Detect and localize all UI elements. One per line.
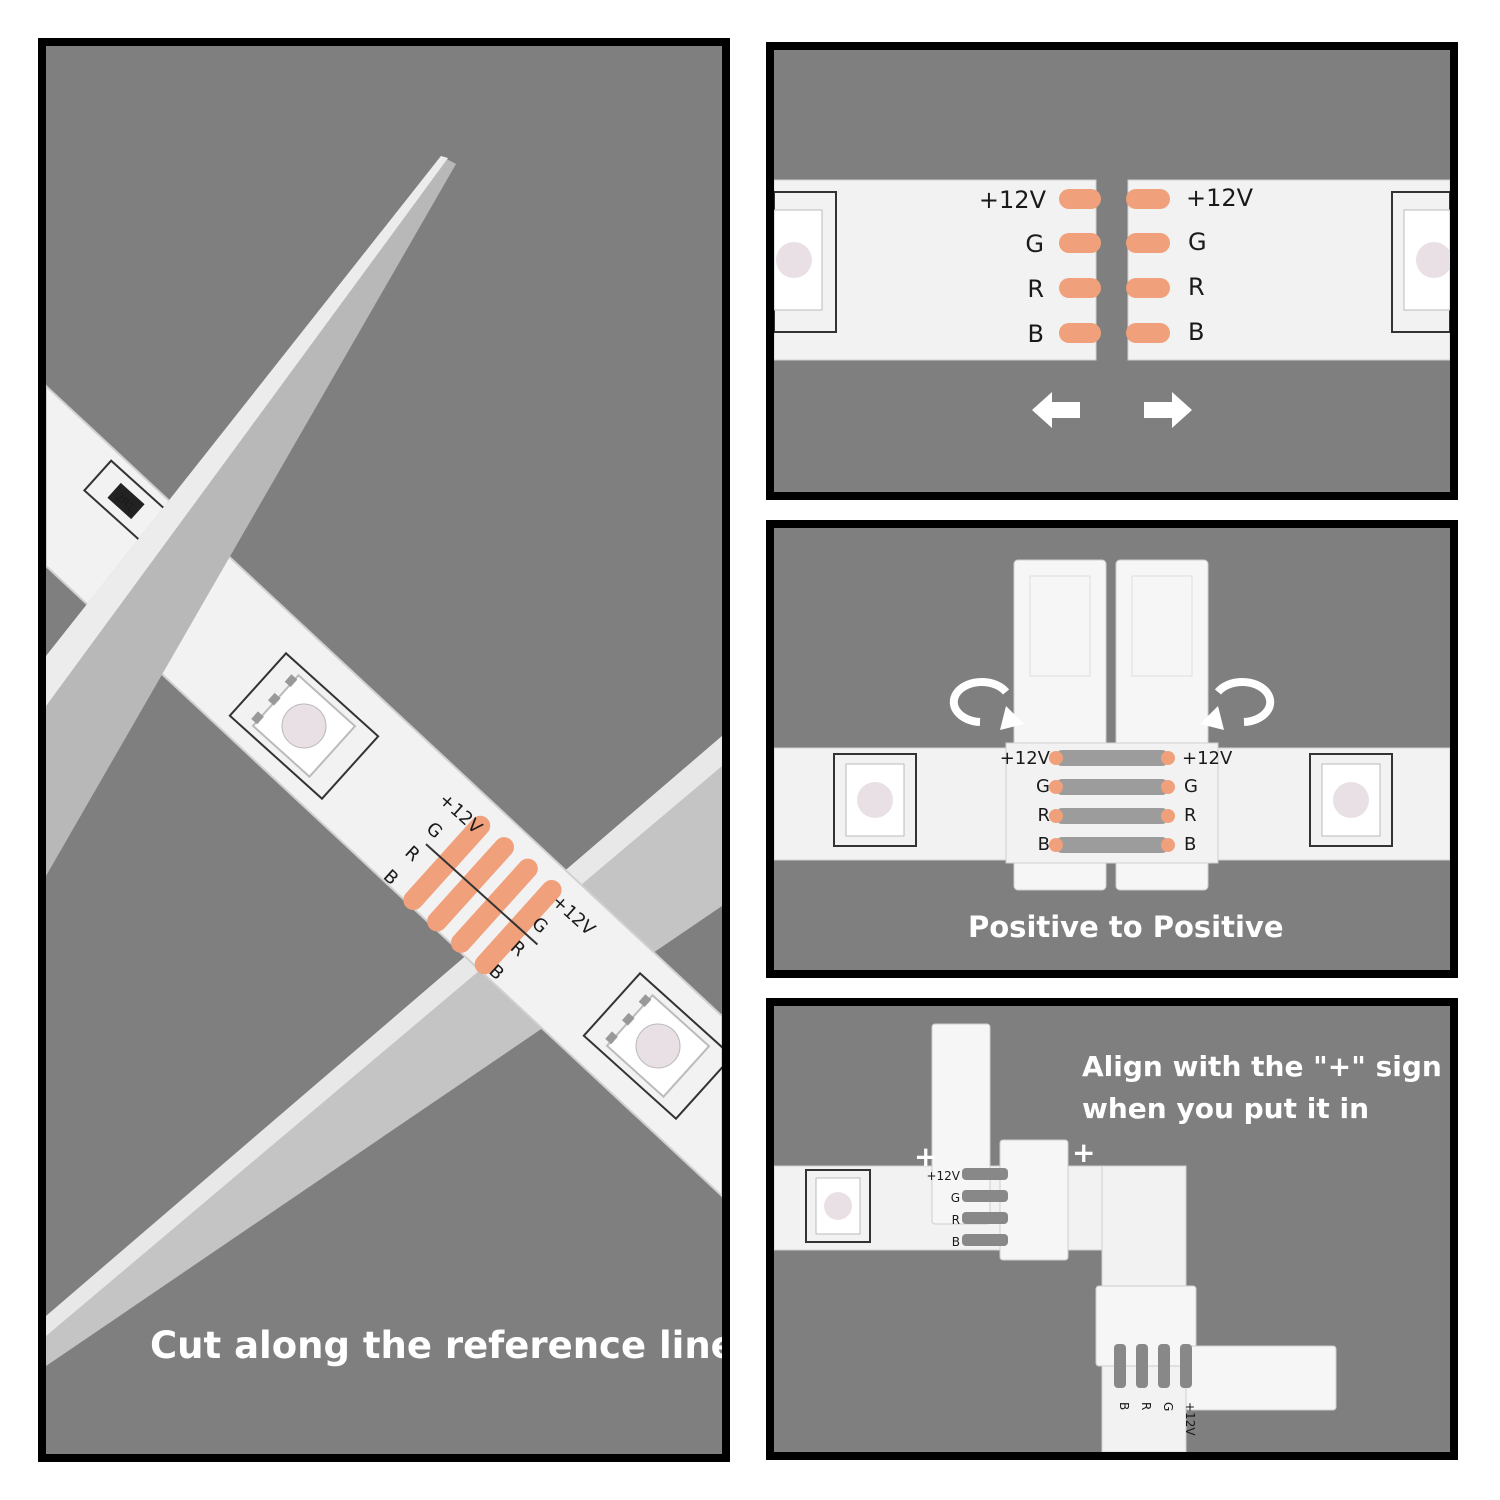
pad-label: B [1038, 834, 1050, 855]
l-connector-caption-line2: when you put it in [1082, 1092, 1370, 1125]
led-strip [46, 384, 722, 1198]
pad-label: G [1161, 1402, 1175, 1411]
copper-pads [403, 815, 562, 975]
arrow-left-icon [1032, 392, 1080, 428]
pad-label: +12V [1186, 184, 1254, 212]
straight-connector-panel: +12V G R B +12V G R B Positive to Positi… [766, 520, 1458, 978]
led-strip-left [774, 179, 1097, 361]
rotate-arrow-icon [949, 678, 1010, 726]
cut-instruction-panel: 2R1 +12V G R B +12V [38, 38, 730, 1462]
plus-sign-left: + [914, 1140, 937, 1173]
pad-label: G [1036, 776, 1050, 797]
pad-label: G [1184, 776, 1198, 797]
pad-label: R [1139, 1402, 1153, 1410]
separate-strips-panel: +12V G R B +12V G R B [766, 42, 1458, 500]
led-chip [228, 651, 380, 801]
plus-sign-right: + [1072, 1136, 1095, 1169]
copper-pads [1126, 189, 1170, 343]
arrow-right-icon [1144, 392, 1192, 428]
pad-label: R [1027, 275, 1044, 303]
pad-label: B [1117, 1402, 1131, 1410]
connector-pins [1114, 1344, 1192, 1388]
pad-label: G [1025, 230, 1044, 258]
l-connector-panel: +12V G R B +12V G R B + + Align with the… [766, 998, 1458, 1460]
connector-pins [1049, 750, 1175, 853]
connector-clip [1185, 1345, 1337, 1411]
rotate-arrow-icon [1214, 678, 1275, 726]
pad-label: +12V [926, 1169, 960, 1183]
pad-label: G [951, 1191, 960, 1205]
led-strip-right [1127, 179, 1450, 361]
led-chip [582, 971, 722, 1121]
pad-label: R [1184, 805, 1197, 826]
connector-pins [962, 1168, 1008, 1246]
l-connector-caption-line1: Align with the "+" sign [1082, 1050, 1442, 1083]
connector-clip [999, 1139, 1069, 1261]
scissors-blade-icon [46, 156, 456, 876]
cut-illustration: 2R1 +12V G R B +12V [46, 156, 722, 1366]
pad-label: B [1188, 318, 1204, 346]
pad-label: R [1188, 273, 1205, 301]
copper-pads [1059, 189, 1101, 343]
pad-label: +12V [1183, 1402, 1197, 1436]
straight-connector-caption: Positive to Positive [968, 910, 1284, 944]
cut-caption: Cut along the reference line [150, 1324, 730, 1367]
pad-label: +12V [979, 186, 1047, 214]
pad-label: B [1184, 834, 1196, 855]
reference-cut-line [425, 843, 539, 946]
pad-label: G [1188, 228, 1207, 256]
pad-label: B [952, 1235, 960, 1249]
pad-label: +12V [1000, 748, 1051, 769]
pad-label: R [1037, 805, 1050, 826]
pad-label: +12V [1182, 748, 1233, 769]
pad-label: R [952, 1213, 960, 1227]
pad-label: B [1028, 320, 1044, 348]
